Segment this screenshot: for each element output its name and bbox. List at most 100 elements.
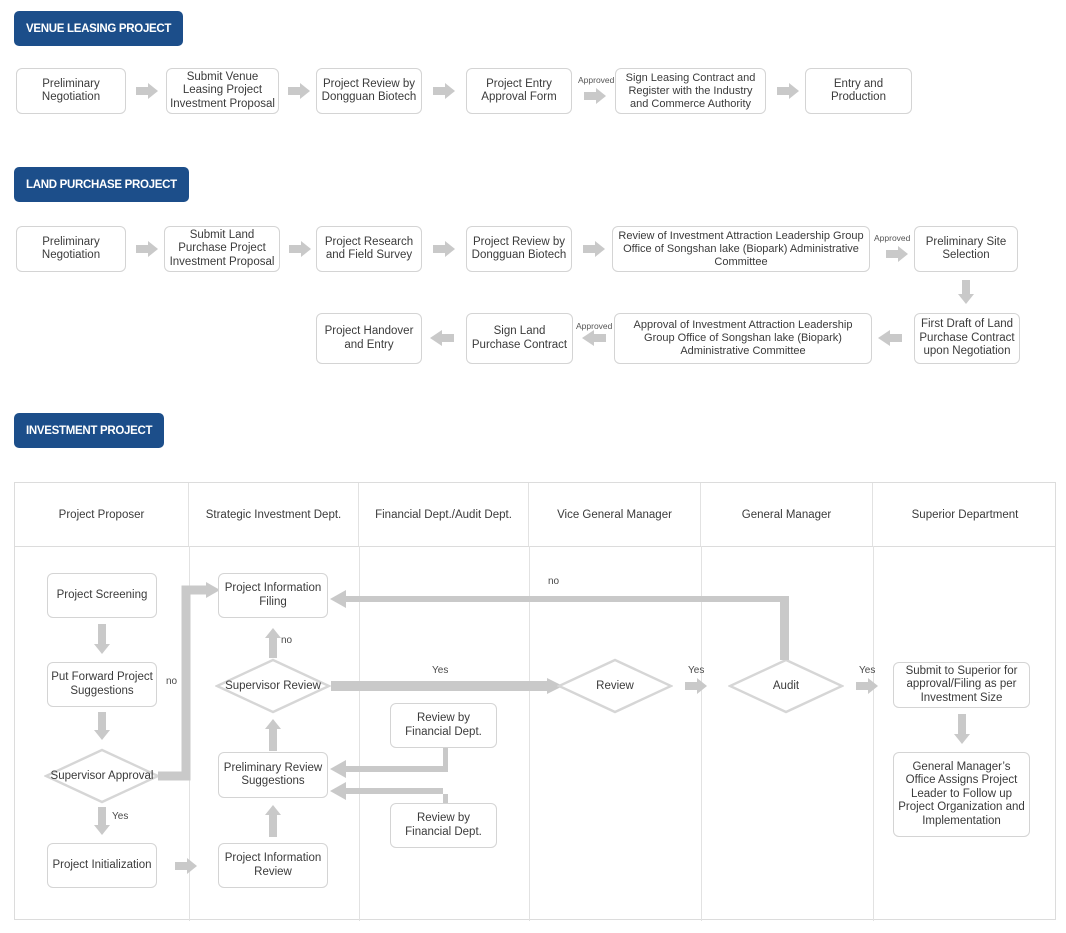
decision-label: Supervisor Approval xyxy=(50,769,154,782)
arrow-right-1-3 xyxy=(433,83,455,99)
node-project-information-filing: Project Information Filing xyxy=(218,573,328,618)
arrow-right-1-2 xyxy=(288,83,310,99)
lane-header-label: General Manager xyxy=(741,508,832,521)
node-first-draft-land-contract: First Draft of Land Purchase Contract up… xyxy=(914,313,1020,364)
node-label: General Manager’s Office Assigns Project… xyxy=(898,760,1025,827)
lane-header-superior-department: Superior Department xyxy=(873,483,1057,546)
node-sign-land-purchase-contract: Sign Land Purchase Contract xyxy=(466,313,573,364)
node-label: Entry and Production xyxy=(831,77,886,104)
node-label: Review by Financial Dept. xyxy=(405,712,482,738)
node-project-research-field-survey: Project Research and Field Survey xyxy=(316,226,422,272)
arrow-up-inforeview-to-prelim xyxy=(265,805,281,837)
node-submit-to-superior: Submit to Superior for approval/Filing a… xyxy=(893,662,1030,708)
node-label: Review by Financial Dept. xyxy=(405,812,482,838)
arrow-down-2-1 xyxy=(958,280,974,304)
lane-header-strategic-investment: Strategic Investment Dept. xyxy=(189,483,359,546)
edge-label-no-audit-return: no xyxy=(548,576,560,587)
section-badge-land-purchase: LAND PURCHASE PROJECT xyxy=(14,167,189,202)
lane-header-label: Project Proposer xyxy=(58,508,145,521)
lane-header-financial-audit: Financial Dept./Audit Dept. xyxy=(359,483,529,546)
node-label: Sign Leasing Contract and Register with … xyxy=(625,71,756,110)
decision-review: Review xyxy=(557,658,673,714)
node-label: Project Information Filing xyxy=(224,582,322,608)
edge-label-yes-approval: Yes xyxy=(112,811,129,822)
node-label: Sign Land Purchase Contract xyxy=(471,325,568,351)
node-project-entry-approval-form: Project Entry Approval Form xyxy=(466,68,572,114)
node-label: Project Review by Dongguan Biotech xyxy=(321,77,417,104)
lane-divider-3 xyxy=(529,546,530,921)
node-preliminary-site-selection: Preliminary Site Selection xyxy=(914,226,1018,272)
node-project-screening: Project Screening xyxy=(47,573,157,618)
node-label: Project Review by Dongguan Biotech xyxy=(471,235,567,262)
arrow-no-audit-to-filing xyxy=(330,584,794,664)
edge-label-yes-review-audit: Yes xyxy=(688,665,705,676)
node-review-by-financial-dept-bottom: Review by Financial Dept. xyxy=(390,803,497,848)
node-label: Project Research and Field Survey xyxy=(324,235,414,262)
node-preliminary-review-suggestions: Preliminary Review Suggestions xyxy=(218,752,328,798)
node-approval-investment-attraction: Approval of Investment Attraction Leader… xyxy=(614,313,872,364)
node-review-by-financial-dept-top: Review by Financial Dept. xyxy=(390,703,497,748)
node-label: Preliminary Negotiation xyxy=(41,235,101,262)
node-project-review-dongguan-land: Project Review by Dongguan Biotech xyxy=(466,226,572,272)
arrow-financial-bottom-to-prelim xyxy=(330,778,448,806)
lane-header-label: Financial Dept./Audit Dept. xyxy=(375,508,512,521)
node-label: Project Initialization xyxy=(52,858,152,871)
arrow-up-review-to-filing xyxy=(265,628,281,658)
arrow-down-suggestions-to-approval xyxy=(94,712,110,740)
lane-header-label: Strategic Investment Dept. xyxy=(205,508,342,521)
lane-header-label: Superior Department xyxy=(911,508,1019,521)
edge-label-approved-1: Approved xyxy=(578,75,615,85)
node-submit-land-proposal: Submit Land Purchase Project Investment … xyxy=(164,226,280,272)
arrow-left-2-2 xyxy=(582,330,606,346)
node-label: Submit Venue Leasing Project Investment … xyxy=(170,70,275,110)
decision-label: Review xyxy=(596,679,634,692)
arrow-yes-audit-to-superior xyxy=(856,678,878,694)
edge-label-yes-to-review: Yes xyxy=(432,665,449,676)
decision-supervisor-review: Supervisor Review xyxy=(215,658,331,714)
node-review-investment-attraction: Review of Investment Attraction Leadersh… xyxy=(612,226,870,272)
lane-header-label: Vice General Manager xyxy=(557,508,672,521)
node-label: Submit to Superior for approval/Filing a… xyxy=(905,664,1018,704)
arrow-right-initialization-to-inforeview xyxy=(175,858,197,874)
arrow-right-2-4 xyxy=(583,241,605,257)
arrow-right-1-4 xyxy=(584,88,606,104)
edge-label-approved-3: Approved xyxy=(576,321,613,331)
node-label: Preliminary Review Suggestions xyxy=(223,761,323,788)
arrow-right-2-1 xyxy=(136,241,158,257)
decision-label: Supervisor Review xyxy=(225,679,321,692)
node-label: Put Forward Project Suggestions xyxy=(51,671,153,697)
arrow-right-1-5 xyxy=(777,83,799,99)
lane-header-vice-general-manager: Vice General Manager xyxy=(529,483,701,546)
edge-label-no-left: no xyxy=(166,676,178,687)
arrow-yes-supervisor-review-to-review xyxy=(331,678,563,694)
node-gm-office-assigns-project-leader: General Manager’s Office Assigns Project… xyxy=(893,752,1030,837)
arrow-right-2-5 xyxy=(886,246,908,262)
section-badge-investment: INVESTMENT PROJECT xyxy=(14,413,165,448)
arrow-right-2-2 xyxy=(289,241,311,257)
lane-header-project-proposer: Project Proposer xyxy=(15,483,189,546)
node-label: Preliminary Site Selection xyxy=(925,235,1007,262)
arrow-financial-top-to-prelim xyxy=(330,748,448,778)
arrow-right-2-3 xyxy=(433,241,455,257)
lane-divider-4 xyxy=(701,546,702,921)
node-label: Submit Land Purchase Project Investment … xyxy=(169,228,275,268)
decision-supervisor-approval: Supervisor Approval xyxy=(44,748,160,804)
arrow-down-approval-yes xyxy=(94,807,110,835)
arrow-yes-review-to-audit xyxy=(685,678,707,694)
arrow-right-1-1 xyxy=(136,83,158,99)
edge-label-no-supervisor-review: no xyxy=(281,635,293,646)
node-sign-leasing-contract: Sign Leasing Contract and Register with … xyxy=(615,68,766,114)
lane-divider-5 xyxy=(873,546,874,921)
arrow-no-approval-to-filing xyxy=(158,578,220,784)
node-label: Project Entry Approval Form xyxy=(481,77,557,104)
arrow-down-superior-to-gm-office xyxy=(954,714,970,744)
arrow-up-prelim-to-supervisor-review xyxy=(265,719,281,751)
decision-label: Audit xyxy=(772,679,800,692)
node-label: Review of Investment Attraction Leadersh… xyxy=(618,229,864,268)
node-label: First Draft of Land Purchase Contract up… xyxy=(919,318,1015,358)
node-project-initialization: Project Initialization xyxy=(47,843,157,888)
node-project-handover-entry: Project Handover and Entry xyxy=(316,313,422,364)
node-label: Project Information Review xyxy=(224,852,322,878)
node-preliminary-negotiation-land: Preliminary Negotiation xyxy=(16,226,126,272)
